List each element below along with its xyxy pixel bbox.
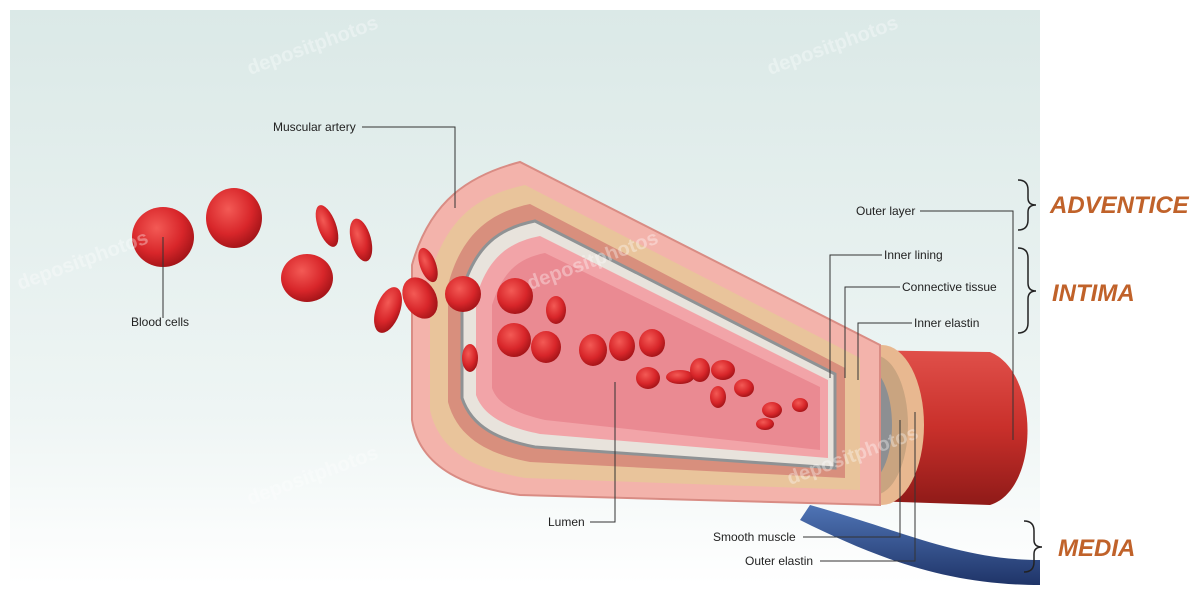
blood-cell [281,254,333,302]
blood-cell [762,402,782,418]
blood-cell [531,331,561,363]
blood-cell [462,344,478,372]
label-lumen: Lumen [548,515,585,529]
blood-cell [546,296,566,324]
blood-cell [792,398,808,412]
category-intima: INTIMA [1052,280,1135,307]
blood-cell [445,276,481,312]
blood-cell [639,329,665,357]
label-blood-cells: Blood cells [131,315,189,329]
label-outer-layer: Outer layer [856,204,915,218]
blood-cell [636,367,660,389]
label-inner-lining: Inner lining [884,248,943,262]
blood-cell [756,418,774,430]
label-smooth-muscle: Smooth muscle [713,530,796,544]
label-outer-elastin: Outer elastin [745,554,813,568]
label-inner-elastin: Inner elastin [914,316,979,330]
blood-cell [710,386,726,408]
blood-cell [734,379,754,397]
blood-cell [609,331,635,361]
blood-cell [690,358,710,382]
blood-cell [206,188,262,248]
category-media: MEDIA [1058,535,1135,562]
blood-cell [579,334,607,366]
category-adventice: ADVENTICE [1049,192,1190,219]
blood-cell [497,323,531,357]
label-connective-tissue: Connective tissue [902,280,997,294]
blood-cell [666,370,694,384]
blood-cell [711,360,735,380]
label-muscular-artery: Muscular artery [273,120,356,134]
